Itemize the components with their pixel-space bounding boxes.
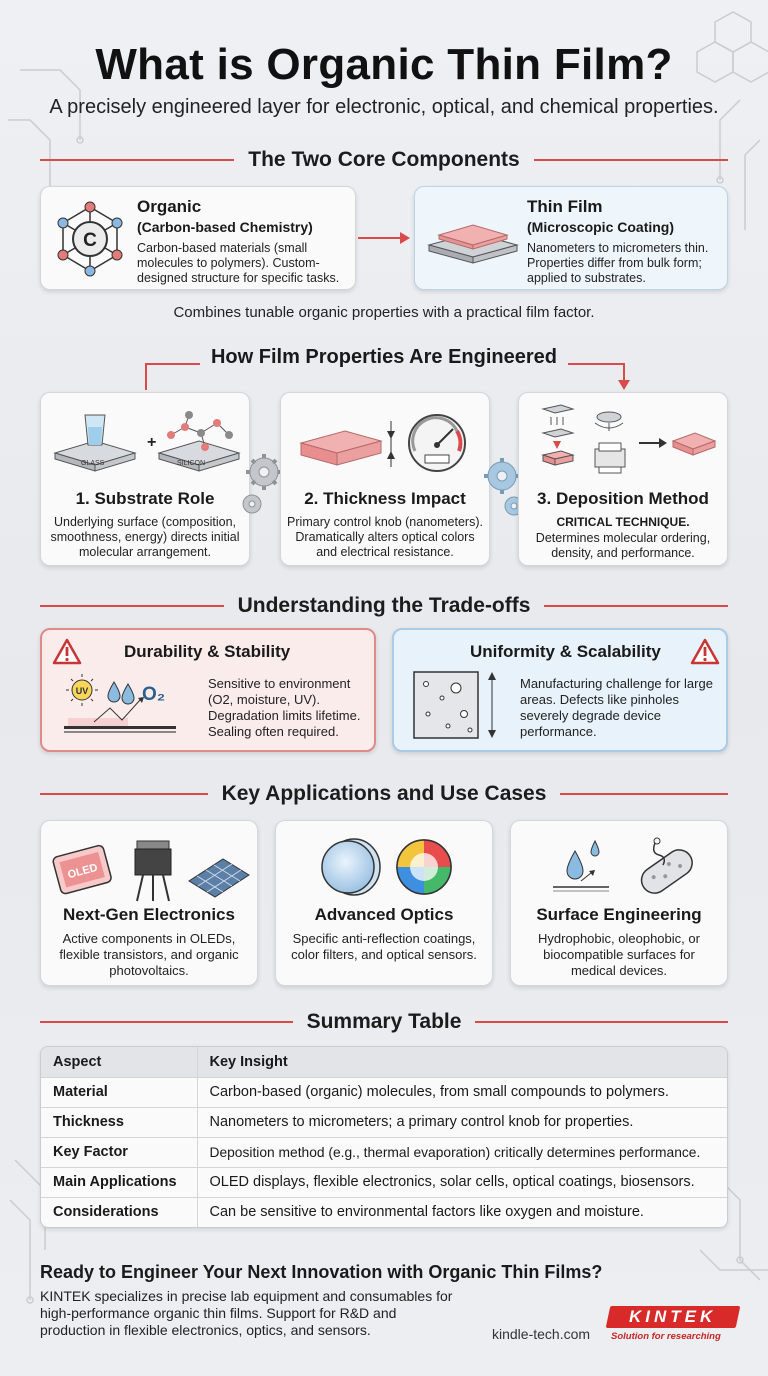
column-header: Aspect	[41, 1047, 198, 1078]
durability-stability-card: Durability & Stability UV O₂ Sensitive t…	[40, 628, 376, 752]
deposition-method-card: 3. Deposition Method CRITICAL TECHNIQUE.…	[518, 392, 728, 566]
optics-lens-icon	[321, 838, 452, 896]
page-subtitle: A precisely engineered layer for electro…	[49, 96, 719, 118]
surface-body: Hydrophobic, oleophobic, or biocompatibl…	[538, 931, 700, 978]
deposition-method-title: 3. Deposition Method	[537, 489, 709, 508]
svg-text:GLASS: GLASS	[81, 460, 105, 467]
table-row: Key Factor Deposition method (e.g., ther…	[41, 1137, 727, 1168]
substrate-role-title: 1. Substrate Role	[75, 489, 215, 508]
website-link[interactable]: kindle-tech.com	[492, 1326, 591, 1342]
svg-text:+: +	[147, 434, 156, 451]
thickness-impact-body: Primary control knob (nanometers). Drama…	[287, 515, 483, 559]
svg-text:SILICON: SILICON	[177, 460, 205, 467]
table-cell-aspect: Material	[41, 1077, 198, 1108]
cta-title: Ready to Engineer Your Next Innovation w…	[40, 1262, 603, 1282]
advanced-optics-card: Advanced Optics Specific anti-reflection…	[275, 820, 493, 986]
substrate-role-body: Underlying surface (composition, smoothn…	[50, 515, 240, 559]
organic-body: Carbon-based materials (small molecules …	[137, 241, 340, 285]
section-tradeoffs-heading: Understanding the Trade-offs	[40, 592, 729, 620]
table-cell-insight: OLED displays, flexible electronics, sol…	[197, 1167, 727, 1198]
surface-droplet-implant-icon	[553, 837, 693, 894]
table-cell-aspect: Considerations	[41, 1197, 198, 1227]
page-title: What is Organic Thin Film?	[95, 40, 673, 89]
table-cell-insight: Deposition method (e.g., thermal evapora…	[197, 1137, 727, 1168]
section-applications-heading: Key Applications and Use Cases	[40, 780, 728, 808]
electronics-title: Next-Gen Electronics	[63, 905, 235, 924]
section-core-heading: The Two Core Components	[40, 146, 729, 174]
carbon-molecule-icon: C	[57, 201, 123, 277]
table-cell-aspect: Thickness	[41, 1107, 198, 1138]
substrate-role-card: GLASS + SILICON 1. Substrate Role Underl…	[40, 392, 250, 566]
thin-film-title: Thin Film	[527, 197, 603, 216]
surface-engineering-card: Surface Engineering Hydrophobic, oleopho…	[510, 820, 728, 986]
engineering-heading-connector	[145, 363, 630, 390]
table-row: Material Carbon-based (organic) molecule…	[41, 1077, 727, 1108]
table-cell-insight: Carbon-based (organic) molecules, from s…	[197, 1077, 727, 1108]
warning-icon	[52, 638, 82, 665]
deposition-process-icon	[541, 404, 717, 474]
table-row: Thickness Nanometers to micrometers; a p…	[41, 1107, 727, 1138]
next-gen-electronics-card: OLED Next-Gen Electronics Active compone…	[40, 820, 258, 986]
durability-body: Sensitive to environment (O2, moisture, …	[208, 676, 361, 739]
svg-text:C: C	[83, 230, 97, 251]
uniformity-body: Manufacturing challenge for large areas.…	[520, 676, 713, 739]
thickness-gauge-icon	[299, 414, 466, 472]
table-cell-insight: Can be sensitive to environmental factor…	[209, 1204, 644, 1221]
organic-card: C Organic (Carbon-based Chemistry) Carbo…	[40, 186, 356, 290]
deposition-method-body: Determines molecular ordering, density, …	[535, 531, 711, 560]
section-summary-heading: Summary Table	[40, 1008, 728, 1036]
kintek-logo: KINTEK	[605, 1306, 741, 1328]
thin-film-subtitle: (Microscopic Coating)	[527, 219, 675, 235]
durability-title: Durability & Stability	[124, 642, 291, 661]
table-cell-aspect: Main Applications	[41, 1167, 198, 1198]
thin-film-body: Nanometers to micrometers thin. Properti…	[527, 241, 709, 285]
thickness-impact-title: 2. Thickness Impact	[304, 489, 466, 508]
electronics-body: Active components in OLEDs, flexible tra…	[59, 931, 239, 978]
column-header: Key Insight	[197, 1047, 727, 1078]
organic-subtitle: (Carbon-based Chemistry)	[137, 219, 313, 235]
organic-title: Organic	[137, 197, 202, 216]
arrow-right-icon	[358, 232, 410, 244]
table-row: Considerations Can be sensitive to envir…	[41, 1197, 727, 1227]
warning-icon	[690, 638, 720, 665]
uniformity-scalability-card: Uniformity & Scalability Manufacturing c…	[392, 628, 728, 752]
substrate-glass-silicon-icon: GLASS + SILICON	[53, 411, 241, 472]
gear-icon	[242, 454, 282, 514]
pinhole-defects-icon	[413, 671, 496, 739]
cta-body: KINTEK specializes in precise lab equipm…	[40, 1288, 453, 1338]
uniformity-title: Uniformity & Scalability	[470, 642, 661, 661]
logo-tagline: Solution for researching	[611, 1331, 721, 1342]
optics-title: Advanced Optics	[314, 905, 454, 924]
core-summary: Combines tunable organic properties with…	[173, 304, 595, 321]
film-layer-icon	[427, 224, 519, 264]
electronics-icon: OLED	[52, 840, 250, 902]
table-header-row: Aspect Key Insight	[41, 1047, 727, 1078]
table-cell-aspect: Key Factor	[41, 1137, 198, 1168]
svg-text:O₂: O₂	[142, 684, 165, 705]
surface-title: Surface Engineering	[536, 905, 702, 924]
summary-table: Aspect Key Insight Material Carbon-based…	[40, 1046, 728, 1228]
table-cell-insight: Nanometers to micrometers; a primary con…	[197, 1107, 727, 1138]
table-row: Main Applications OLED displays, flexibl…	[41, 1167, 727, 1198]
thickness-impact-card: 2. Thickness Impact Primary control knob…	[280, 392, 490, 566]
deposition-critical-label: CRITICAL TECHNIQUE.	[556, 515, 690, 529]
environment-exposure-icon: UV O₂	[64, 674, 176, 733]
section-engineering-heading: How Film Properties Are Engineered	[210, 346, 557, 368]
svg-text:UV: UV	[76, 686, 89, 696]
optics-body: Specific anti-reflection coatings, color…	[291, 931, 477, 962]
gear-icon	[484, 458, 524, 516]
thin-film-card: Thin Film (Microscopic Coating) Nanomete…	[414, 186, 728, 290]
